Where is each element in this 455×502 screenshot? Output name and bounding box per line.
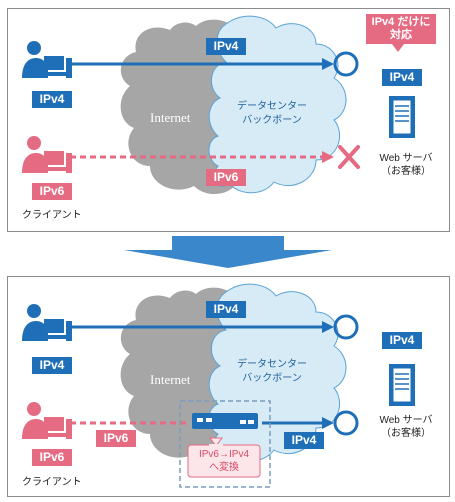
success-circle-bottom-2 [333,410,359,436]
client-caption-bottom: クライアント [22,477,82,488]
datacenter-line2: バックボーン [242,373,302,384]
server-caption-top: Web サーバ （お客様） [366,152,446,178]
ipv4-link-label-bottom: IPv4 [206,301,246,318]
converter-callout-box [187,444,261,478]
ipv4-arrowhead-top [322,58,334,70]
internet-label-bottom: Internet [150,372,191,387]
server-caption-line2: （お客様） [381,166,431,177]
fail-x-icon [338,145,360,169]
ipv4-link-label-top: IPv4 [206,38,246,55]
datacenter-cloud-top [208,15,347,194]
client-caption-top: クライアント [22,210,82,221]
converter-port-1 [197,418,203,422]
datacenter-line1: データセンター [237,101,307,112]
callout-line2: 対応 [390,29,412,41]
client-ipv4-label-bottom: IPv4 [32,357,72,374]
datacenter-label-top: データセンター バックボーン [226,100,318,128]
client-ipv6-label-bottom: IPv6 [32,449,72,466]
success-circle-top [333,51,359,77]
ipv4-arrowhead-bottom [322,321,334,333]
ipv6-link-label-bottom: IPv6 [96,430,136,447]
datacenter-line2: バックボーン [242,115,302,126]
ipv4-arrowhead-converted [322,417,334,429]
client-ipv6-label-top: IPv6 [32,183,72,200]
client-ipv6-icon-top [22,136,72,173]
datacenter-label-bottom: データセンター バックボーン [226,358,318,386]
client-ipv4-icon-bottom [22,304,72,341]
success-circle-bottom-1 [333,314,359,340]
converter-zone [179,400,271,488]
ipv4-only-callout-text: IPv4 だけに 対応 [366,16,436,42]
converter-callout-pointer [209,437,223,447]
converter-port-2 [206,418,212,422]
server-caption-line1: Web サーバ [379,415,433,426]
datacenter-line1: データセンター [237,359,307,370]
converter-device [192,413,258,429]
server-icon-bottom [389,364,415,406]
internet-label-top: Internet [150,110,191,125]
server-ipv4-label-top: IPv4 [382,69,422,86]
converter-callout-text: IPv6→IPv4 へ変換 [188,448,260,474]
transition-arrow [124,236,332,268]
ipv6-link-label-top: IPv6 [206,169,246,186]
ipv4-only-callout [366,14,436,52]
server-caption-bottom: Web サーバ （お客様） [366,414,446,440]
converter-port-4 [248,420,254,424]
client-ipv6-icon-bottom [22,402,72,439]
ipv6-arrowhead-top [322,151,334,163]
callout-line1: IPv4 だけに [371,16,431,28]
server-caption-line1: Web サーバ [379,153,433,164]
ipv4-converted-label: IPv4 [284,432,324,449]
client-ipv4-icon-top [22,41,72,78]
converter-line2: へ変換 [209,462,239,473]
server-icon-top [389,96,415,138]
converter-line1: IPv6→IPv4 [198,449,250,460]
callout-joint [209,444,223,446]
server-ipv4-label-bottom: IPv4 [382,332,422,349]
client-ipv4-label-top: IPv4 [32,91,72,108]
server-caption-line2: （お客様） [381,428,431,439]
converter-port-3 [240,420,246,424]
